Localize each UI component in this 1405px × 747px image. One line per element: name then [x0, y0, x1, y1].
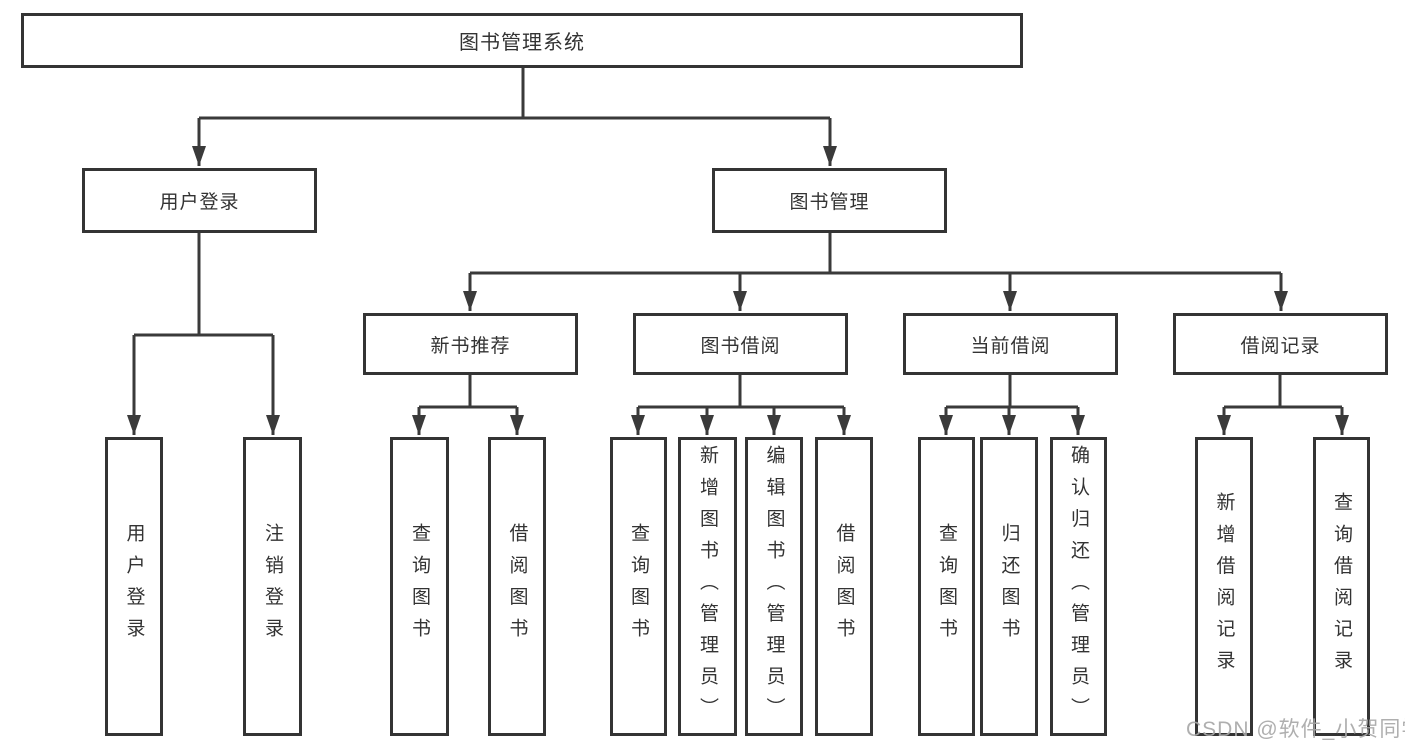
node-query-borrow-record: 查询借阅记录 — [1313, 437, 1370, 736]
node-label: 借阅图书 — [833, 523, 855, 650]
node-label: 查询图书 — [936, 523, 957, 650]
node-add-borrow-record: 新增借阅记录 — [1195, 437, 1253, 736]
node-label: 当前借阅 — [970, 335, 1051, 357]
node-label: 借阅图书 — [506, 523, 528, 650]
node-borrow-books-leaf: 借阅图书 — [815, 437, 873, 736]
node-library-system: 图书管理系统 — [21, 13, 1023, 68]
node-borrow-records: 借阅记录 — [1173, 313, 1388, 375]
node-borrow-books-recommend: 借阅图书 — [488, 437, 546, 736]
node-user-login: 用户登录 — [82, 168, 317, 233]
node-query-books-current: 查询图书 — [918, 437, 975, 736]
node-edit-book-admin: 编辑图书（管理员） — [745, 437, 803, 736]
node-label: 新增图书（管理员） — [697, 444, 718, 729]
node-label: 新书推荐 — [430, 335, 511, 357]
node-label: 借阅记录 — [1240, 335, 1321, 357]
node-query-books-recommend: 查询图书 — [390, 437, 449, 736]
node-confirm-return-admin: 确认归还（管理员） — [1050, 437, 1107, 736]
node-logout: 注销登录 — [243, 437, 302, 736]
node-label: 图书管理 — [789, 192, 870, 213]
node-new-book-recommend: 新书推荐 — [363, 313, 578, 375]
node-label: 用户登录 — [123, 523, 145, 650]
node-label: 查询图书 — [628, 523, 649, 650]
node-book-management: 图书管理 — [712, 168, 947, 233]
csdn-watermark: CSDN @软件_小贺同学 — [1186, 718, 1405, 741]
node-current-borrow: 当前借阅 — [903, 313, 1118, 375]
node-label: 新增借阅记录 — [1213, 491, 1235, 682]
node-label: 归还图书 — [998, 523, 1020, 650]
node-user-login-leaf: 用户登录 — [105, 437, 163, 736]
node-label: 图书管理系统 — [459, 32, 585, 54]
node-add-book-admin: 新增图书（管理员） — [678, 437, 737, 736]
node-query-books-borrow: 查询图书 — [610, 437, 667, 736]
node-label: 查询借阅记录 — [1331, 491, 1352, 682]
node-return-book: 归还图书 — [980, 437, 1038, 736]
node-book-borrow: 图书借阅 — [633, 313, 848, 375]
node-label: 注销登录 — [262, 523, 283, 650]
node-label: 确认归还（管理员） — [1068, 444, 1089, 729]
node-label: 查询图书 — [409, 523, 430, 650]
node-label: 图书借阅 — [700, 335, 781, 357]
node-label: 编辑图书（管理员） — [763, 444, 785, 729]
node-label: 用户登录 — [159, 192, 240, 213]
